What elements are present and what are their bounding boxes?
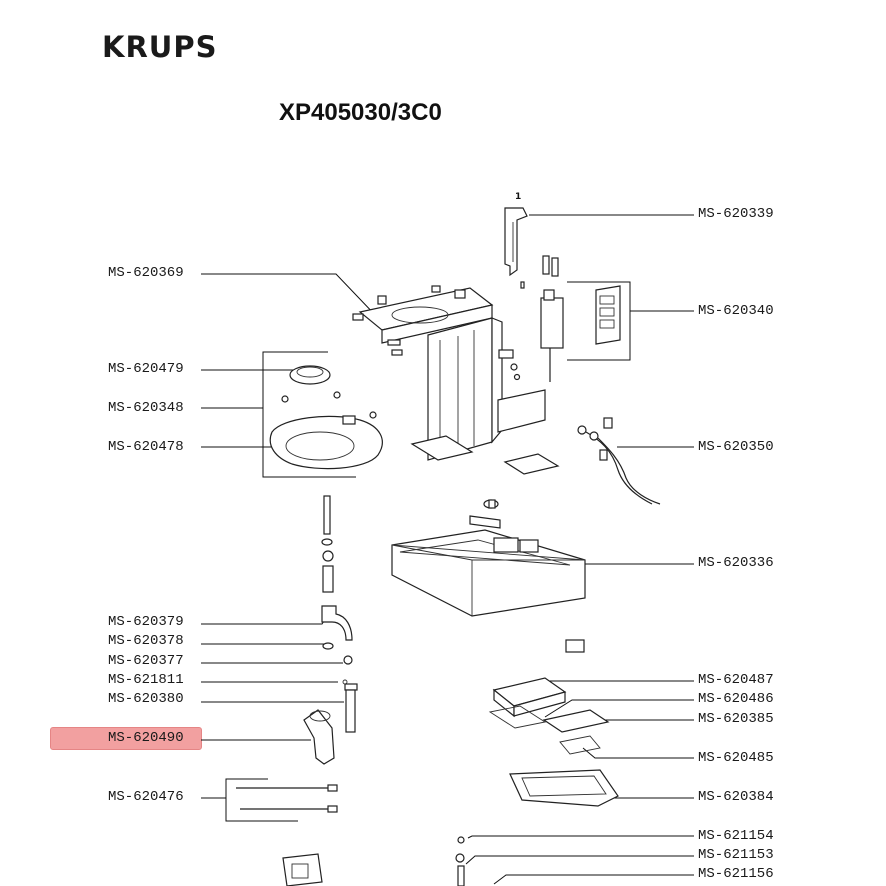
part-label-ms-620369[interactable]: MS-620369: [108, 265, 184, 281]
part-label-ms-620340[interactable]: MS-620340: [698, 303, 774, 319]
part-label-ms-620380[interactable]: MS-620380: [108, 691, 184, 707]
brew-group-parts: [269, 365, 383, 470]
part-label-ms-621154[interactable]: MS-621154: [698, 828, 774, 844]
small-hardware: [282, 836, 465, 886]
part-label-ms-620384[interactable]: MS-620384: [698, 789, 774, 805]
part-label-ms-621153[interactable]: MS-621153: [698, 847, 774, 863]
pin-set: [236, 784, 338, 813]
part-label-ms-620385[interactable]: MS-620385: [698, 711, 774, 727]
part-label-ms-621156[interactable]: MS-621156: [698, 866, 774, 882]
part-label-ms-620478[interactable]: MS-620478: [108, 439, 184, 455]
hopper-frame: [352, 285, 560, 475]
part-label-ms-620377[interactable]: MS-620377: [108, 653, 184, 669]
part-label-ms-620479[interactable]: MS-620479: [108, 361, 184, 377]
nozzle-part: [303, 709, 335, 765]
part-label-ms-620487[interactable]: MS-620487: [698, 672, 774, 688]
leader-lines-left: [201, 273, 379, 822]
brand-logo: KRUPS: [102, 30, 218, 64]
callout-number: 1: [515, 192, 521, 202]
valve-stack: [321, 495, 358, 733]
cable-harness: [577, 417, 661, 505]
part-label-ms-620336[interactable]: MS-620336: [698, 555, 774, 571]
electronic-boards: [488, 677, 619, 807]
part-label-ms-620379[interactable]: MS-620379: [108, 614, 184, 630]
part-label-ms-620348[interactable]: MS-620348: [108, 400, 184, 416]
model-number: XP405030/3C0: [279, 99, 442, 126]
part-label-ms-620476[interactable]: MS-620476: [108, 789, 184, 805]
leader-lines-right: [465, 214, 694, 885]
part-label-ms-620490-highlighted[interactable]: MS-620490: [108, 730, 184, 746]
part-label-ms-620486[interactable]: MS-620486: [698, 691, 774, 707]
highlight-box: [50, 727, 202, 750]
base-chassis: [391, 499, 586, 653]
module-pack: [540, 285, 621, 382]
part-label-ms-620339[interactable]: MS-620339: [698, 206, 774, 222]
part-label-ms-620378[interactable]: MS-620378: [108, 633, 184, 649]
part-label-ms-620350[interactable]: MS-620350: [698, 439, 774, 455]
part-label-ms-621811[interactable]: MS-621811: [108, 672, 184, 688]
lever-part: 1: [504, 192, 559, 289]
part-label-ms-620485[interactable]: MS-620485: [698, 750, 774, 766]
